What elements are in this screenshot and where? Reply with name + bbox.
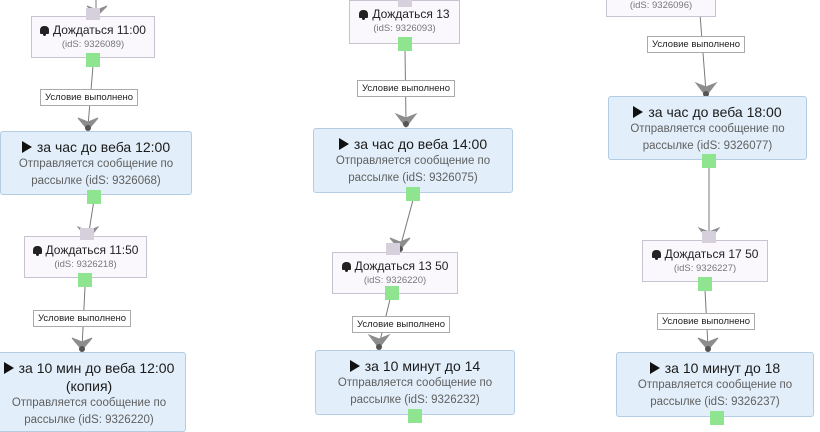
node-description: рассылке (idS: 9326237) [650,396,780,408]
node-description: рассылке (idS: 9326232) [350,394,480,406]
message-node[interactable]: за час до веба 18:00 Отправляется сообще… [608,96,807,160]
message-node[interactable]: за 10 мин до веба 12:00 (копия) Отправля… [0,352,186,432]
node-title: за час до веба 14:00 [314,135,512,153]
node-description: Отправляется сообщение по [337,377,493,389]
node-title-text: Дождаться 17 50 [664,247,759,261]
node-title-text: за 10 минут до 14 [364,358,481,374]
output-port[interactable] [86,53,100,67]
condition-label[interactable]: Условие выполнено [40,89,139,106]
node-title-text: за час до веба 14:00 [353,136,488,152]
node-ids: (idS: 9326227) [673,263,737,274]
node-title-text: Дождаться 11:50 [45,243,139,257]
node-title: за час до веба 12:00 [1,138,191,156]
wait-node[interactable]: Дождаться 11:50 (idS: 9326218) [24,236,147,278]
output-port[interactable] [398,37,412,51]
wait-node[interactable]: Дождаться 11:00 (idS: 9326089) [31,16,155,58]
node-description: Отправляется сообщение по [335,155,491,167]
input-port[interactable] [80,228,94,240]
node-title: за 10 минут до 18 [617,359,813,377]
wait-node[interactable]: (idS: 9326096) [606,0,716,17]
node-description: Отправляется сообщение по [637,379,793,391]
bell-icon [32,246,42,256]
node-ids: (idS: 9326096) [629,0,693,11]
output-port[interactable] [710,411,724,425]
message-node[interactable]: за час до веба 14:00 Отправляется сообще… [313,128,513,193]
node-title: за 10 мин до веба 12:00 [0,359,185,377]
node-title: Дождаться 17 50 [643,247,767,262]
message-node[interactable]: за 10 минут до 14 Отправляется сообщение… [315,350,515,415]
bell-icon [651,250,661,260]
message-node[interactable]: за час до веба 12:00 Отправляется сообще… [0,131,192,195]
play-icon [21,141,32,153]
node-ids: (idS: 9326220) [363,275,427,286]
play-icon [3,362,14,374]
node-title-text: Дождаться 13 50 [354,259,449,273]
node-title: за час до веба 18:00 [609,103,806,121]
node-title-text: за 10 мин до веба 12:00 [18,360,175,376]
output-port[interactable] [78,273,92,287]
node-description: рассылке (idS: 9326077) [642,140,773,152]
play-icon [633,106,644,118]
input-port[interactable] [386,243,400,255]
play-icon [349,360,360,372]
output-port[interactable] [408,409,422,423]
node-title: Дождаться 13 [350,7,459,22]
input-port[interactable] [86,8,100,20]
play-icon [338,138,349,150]
node-ids: (idS: 9326218) [54,259,117,270]
wait-node[interactable]: Дождаться 17 50 (idS: 9326227) [642,240,768,282]
node-title: Дождаться 11:00 [32,23,154,38]
node-ids: (idS: 9326093) [373,23,436,34]
input-port[interactable] [702,231,716,243]
input-port[interactable] [398,0,412,7]
condition-label[interactable]: Условие выполнено [352,316,451,333]
node-title: Дождаться 11:50 [25,243,146,258]
node-title: Дождаться 13 50 [333,259,457,274]
node-title-text: Дождаться 13 [372,7,450,21]
condition-label[interactable]: Условие выполнено [33,310,132,327]
node-title-text: за час до веба 18:00 [648,104,782,120]
node-title-text: Дождаться 11:00 [53,23,146,37]
condition-label[interactable]: Условие выполнено [647,36,746,53]
message-node[interactable]: за 10 минут до 18 Отправляется сообщение… [616,352,814,417]
node-description: рассылке (idS: 9326220) [24,414,154,426]
condition-label[interactable]: Условие выполнено [657,313,756,330]
output-port[interactable] [698,277,712,291]
play-icon [649,362,660,374]
bell-icon [40,26,50,36]
node-description: Отправляется сообщение по [11,397,167,409]
output-port[interactable] [702,154,716,168]
node-description: рассылке (idS: 9326075) [348,172,478,184]
node-ids: (idS: 9326089) [61,39,125,50]
node-description: рассылке (idS: 9326068) [31,175,161,187]
output-port[interactable] [406,187,420,201]
node-description: Отправляется сообщение по [18,158,174,170]
output-port[interactable] [385,286,399,300]
bell-icon [341,262,351,272]
bell-icon [359,10,369,20]
output-port[interactable] [87,190,101,204]
node-title-text: за час до веба 12:00 [36,139,171,155]
node-description: Отправляется сообщение по [630,123,785,135]
node-title-text: за 10 минут до 18 [664,360,781,376]
node-title-line2: (копия) [65,378,113,394]
condition-label[interactable]: Условие выполнено [357,80,456,97]
node-title: за 10 минут до 14 [316,357,514,375]
